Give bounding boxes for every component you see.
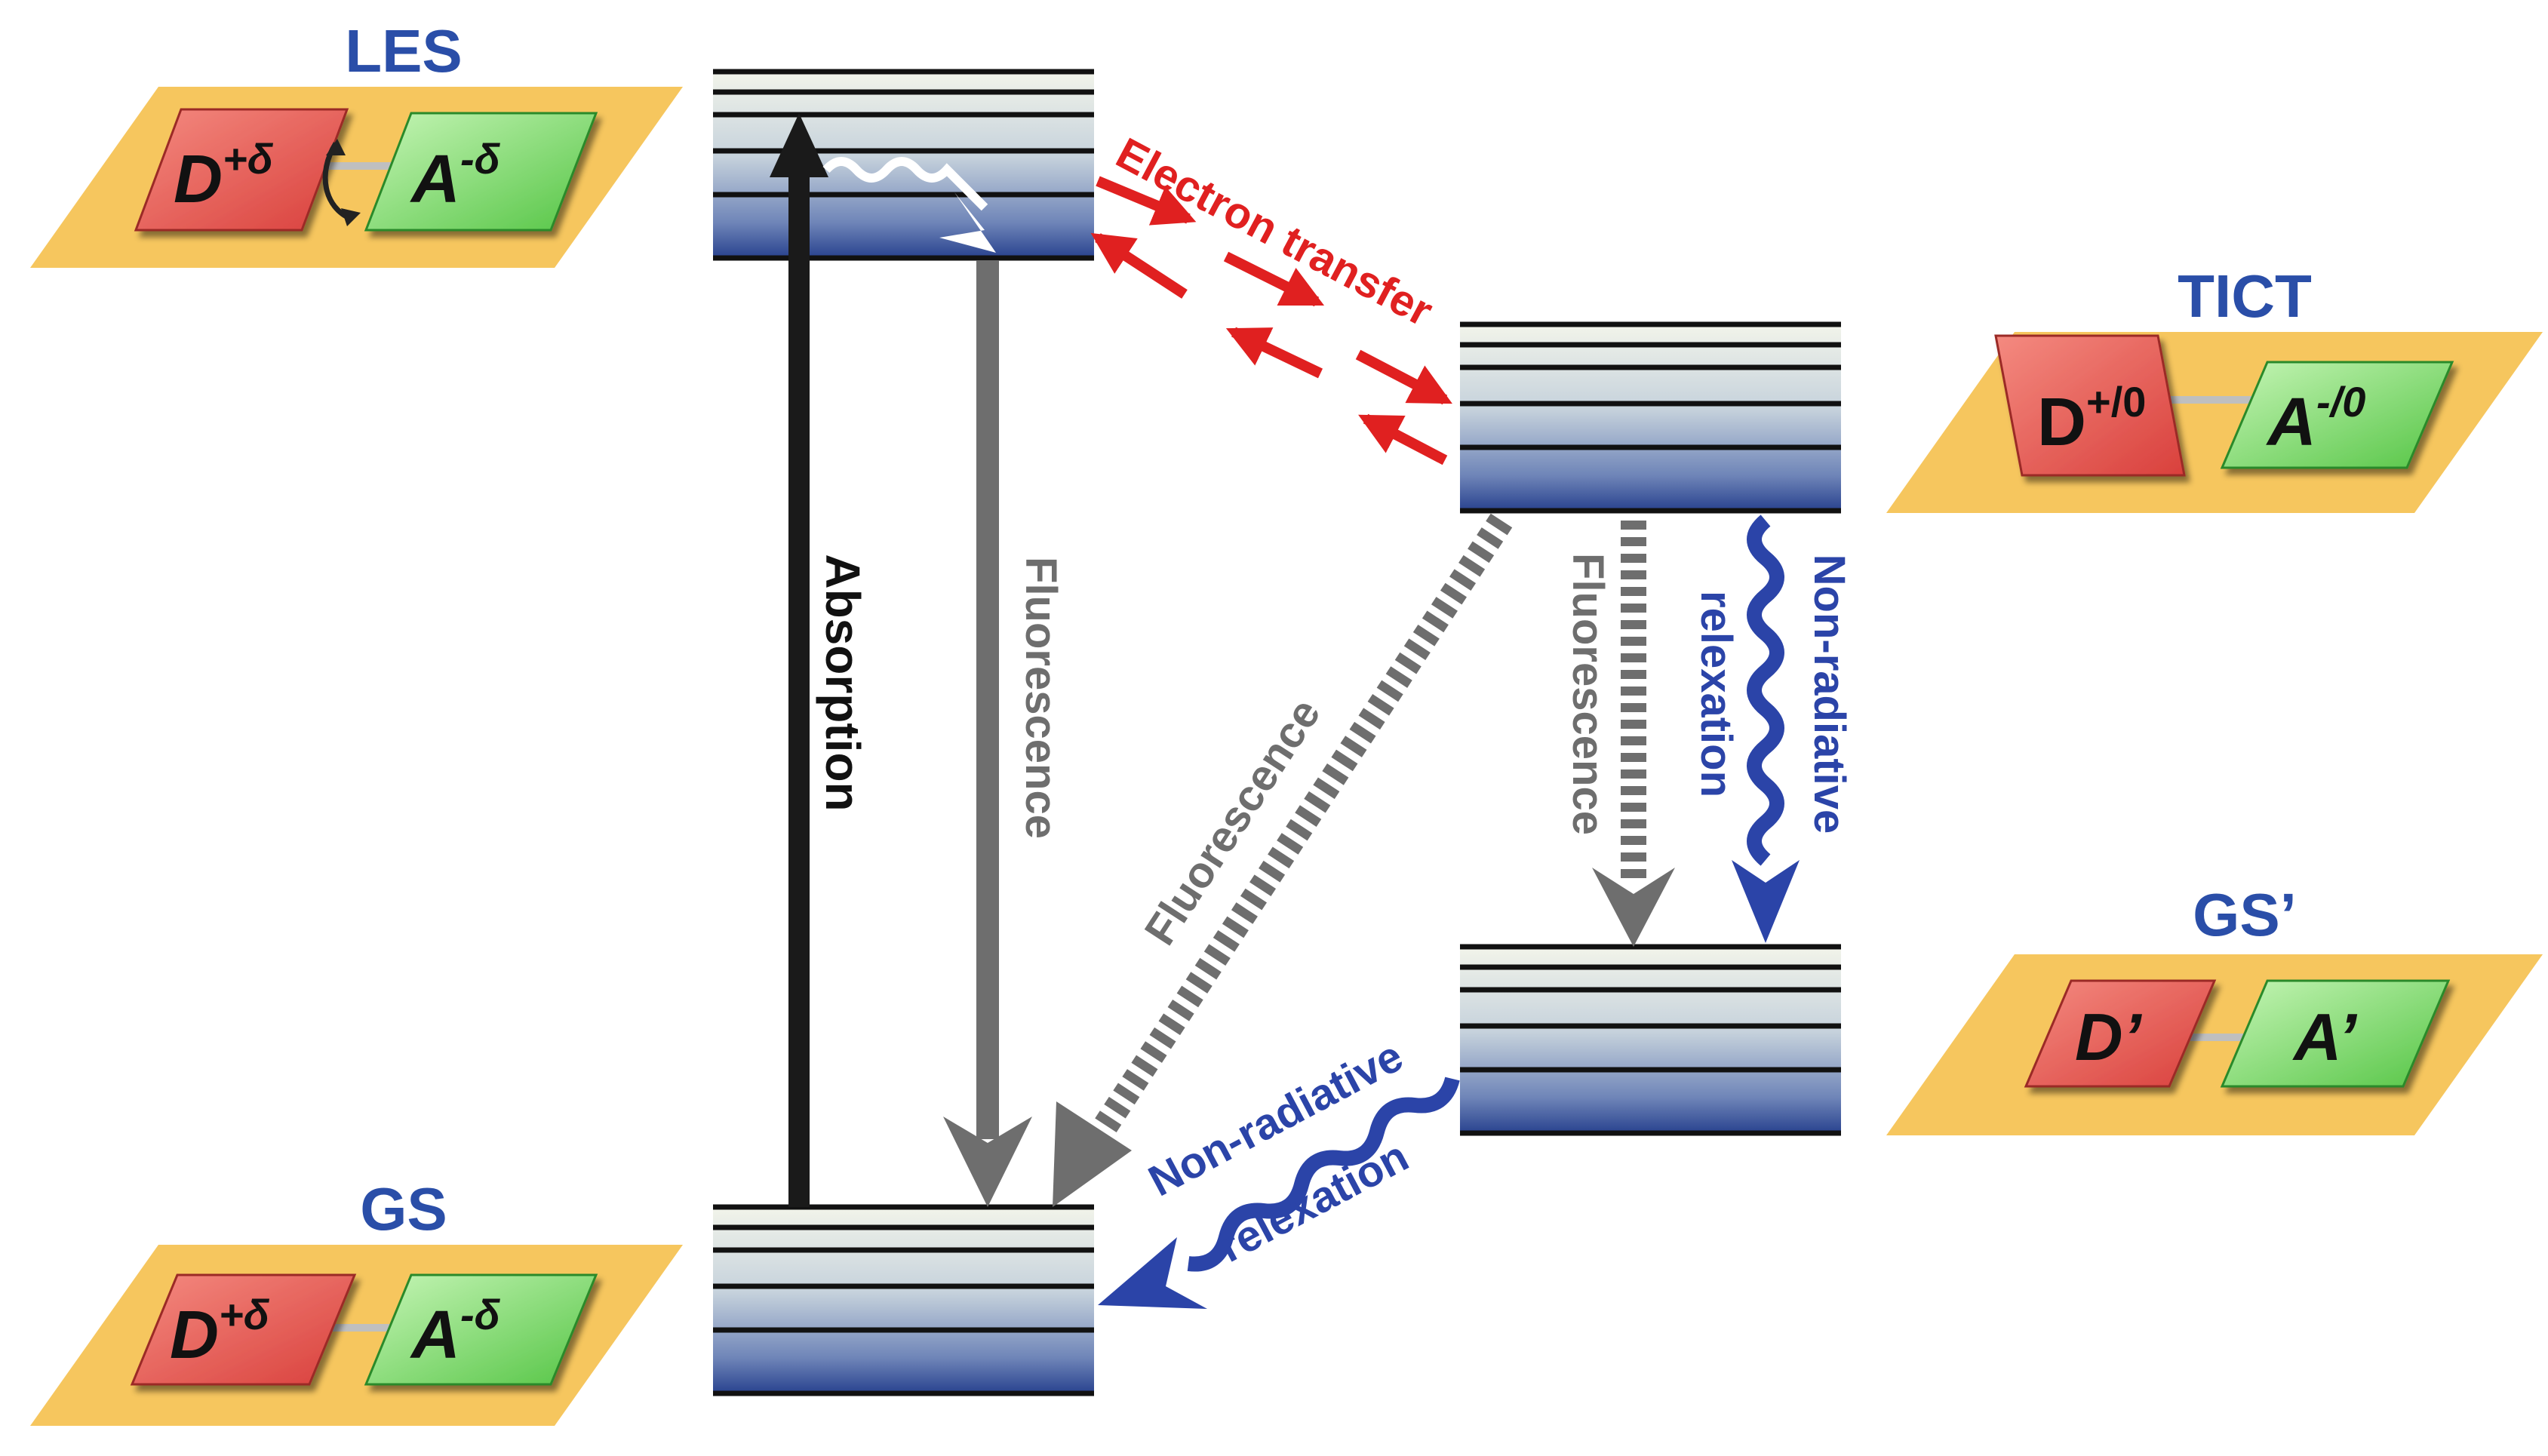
tict-acceptor-box [2220, 361, 2454, 469]
vibrational-relaxation-arrow [822, 157, 996, 253]
gs-platform [30, 1245, 683, 1426]
tict-energy-level [1460, 321, 1841, 514]
fluorescence-arrow-tict-gs [1053, 513, 1513, 1207]
tict-donor-box [1994, 334, 2186, 477]
les-donor-box [134, 108, 349, 232]
les-molecule: D+δ A-δ [30, 87, 683, 268]
tict-title: TICT [2178, 263, 2312, 330]
non-radiative-label-tict-line1: Non-radiative [1805, 554, 1854, 834]
tict-molecule: D+/0 A-/0 [1886, 332, 2543, 513]
les-title: LES [345, 17, 463, 84]
absorption-label: Absorption [816, 554, 870, 811]
svg-text:D+δ: D+δ [170, 1291, 270, 1373]
gs-prime-donor-box [2024, 979, 2217, 1088]
fluorescence-label-les: Fluorescence [1016, 557, 1065, 839]
svg-text:D’: D’ [2075, 1000, 2143, 1074]
gs-prime-molecule: D’ A’ [1886, 954, 2543, 1135]
non-radiative-arrow-gsprime-gs [1098, 1077, 1460, 1309]
gs-prime-title: GS’ [2193, 881, 2297, 948]
fluorescence-arrow-les-gs [943, 260, 1032, 1207]
svg-text:D+/0: D+/0 [2037, 378, 2146, 460]
gs-donor-box [130, 1273, 357, 1386]
les-acceptor-box [364, 112, 598, 232]
non-radiative-arrow-tict-gsprime [1732, 515, 1800, 943]
svg-text:A-δ: A-δ [410, 135, 501, 217]
tict-platform [1886, 332, 2543, 513]
gs-prime-energy-level [1460, 944, 1841, 1136]
fluorescence-arrow-tict-gsprime [1592, 521, 1675, 947]
electron-transfer-label: Electron transfer [1108, 128, 1440, 336]
fluorescence-label-tict-gsprime: Fluorescence [1563, 553, 1612, 835]
svg-text:A-/0: A-/0 [2266, 378, 2365, 460]
non-radiative-label-tict-line2: relexation [1692, 591, 1741, 797]
svg-text:D+δ: D+δ [174, 135, 274, 217]
gs-acceptor-box [364, 1273, 598, 1386]
gs-prime-acceptor-box [2220, 979, 2451, 1088]
gs-title: GS [360, 1175, 447, 1243]
gs-molecule: D+δ A-δ [30, 1245, 683, 1426]
electron-transfer-arrows [1090, 176, 1452, 465]
fluorescence-label-tict-gs: Fluorescence [1136, 690, 1330, 954]
svg-text:A’: A’ [2292, 1000, 2358, 1074]
gs-energy-level [713, 1204, 1094, 1396]
svg-text:A-δ: A-δ [410, 1291, 501, 1373]
absorption-arrow [770, 113, 828, 1207]
